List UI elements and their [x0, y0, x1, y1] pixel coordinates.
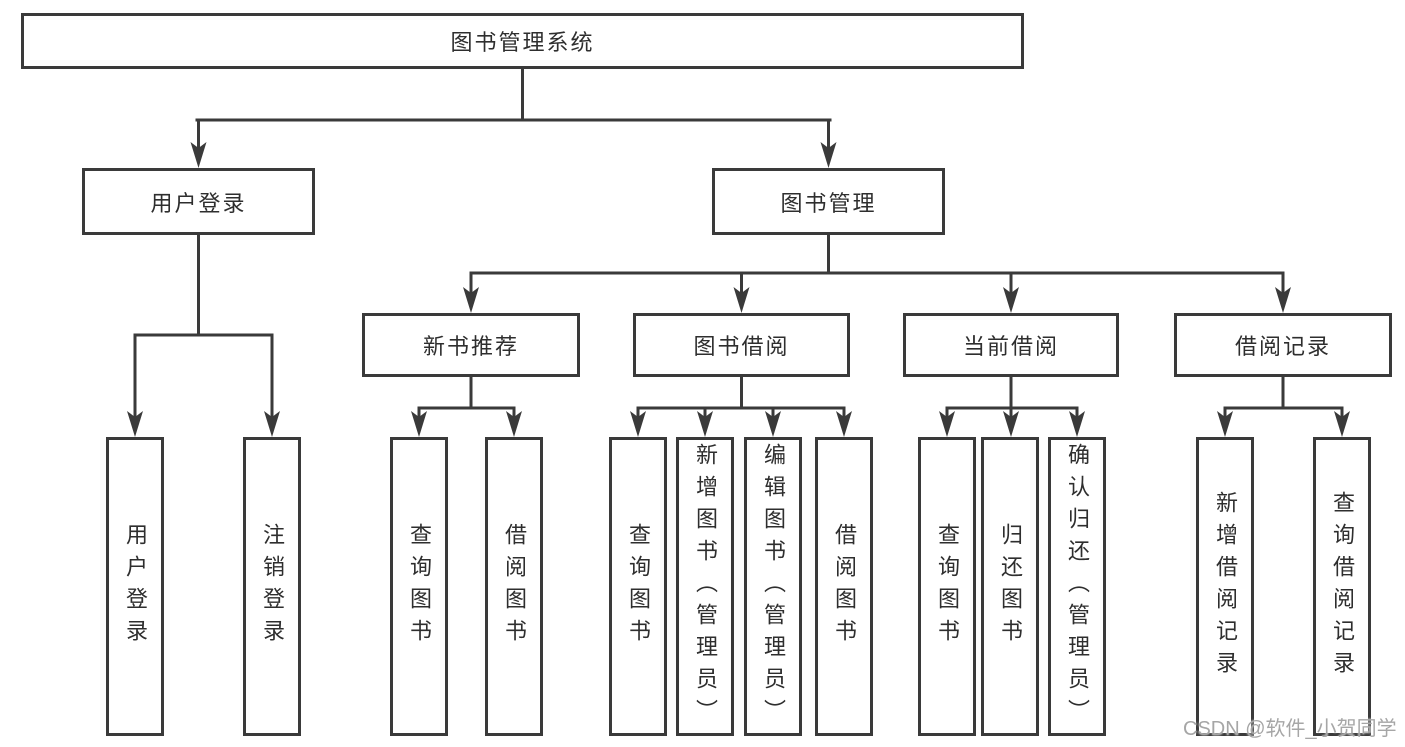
leaf-label: 借阅图书 [502, 522, 527, 651]
leaf-logout: 注销登录 [243, 437, 301, 736]
leaf-label: 查询图书 [407, 522, 432, 651]
edges-borrow-records-branch [1217, 375, 1350, 437]
node-label: 图书管理 [780, 190, 877, 216]
node-library-management-system: 图书管理系统 [21, 13, 1024, 69]
leaf-borrow-book-recommend: 借阅图书 [485, 437, 543, 736]
node-new-book-recommend: 新书推荐 [362, 313, 580, 377]
node-user-login: 用户登录 [82, 168, 315, 235]
leaf-confirm-return-admin: 确认归还（管理员） [1048, 437, 1106, 736]
node-label: 图书管理系统 [450, 30, 595, 55]
edges-new-book-recommend-branch [411, 375, 522, 437]
node-label: 图书借阅 [693, 334, 790, 359]
leaf-query-borrow-record: 查询借阅记录 [1313, 437, 1371, 736]
leaf-label: 查询借阅记录 [1330, 490, 1355, 683]
leaf-label: 借阅图书 [832, 522, 857, 651]
leaf-label: 编辑图书（管理员） [761, 442, 786, 731]
node-borrow-records: 借阅记录 [1174, 313, 1392, 377]
node-book-management: 图书管理 [712, 168, 945, 235]
node-label: 用户登录 [150, 190, 247, 216]
edges-root-to-level2 [190, 67, 837, 168]
leaf-label: 查询图书 [626, 522, 651, 651]
leaf-add-borrow-record: 新增借阅记录 [1196, 437, 1254, 736]
leaf-label: 确认归还（管理员） [1065, 442, 1090, 731]
leaf-query-book-recommend: 查询图书 [390, 437, 448, 736]
leaf-user-login: 用户登录 [106, 437, 164, 736]
node-label: 新书推荐 [422, 334, 519, 359]
leaf-label: 归还图书 [998, 522, 1023, 651]
node-current-borrowing: 当前借阅 [903, 313, 1119, 377]
edges-book-management-branch [463, 233, 1291, 313]
leaf-borrow-book-borrowing: 借阅图书 [815, 437, 873, 736]
edges-book-borrowing-branch [630, 375, 852, 437]
node-label: 当前借阅 [962, 334, 1059, 359]
leaf-query-book-borrowing: 查询图书 [609, 437, 667, 736]
node-book-borrowing: 图书借阅 [633, 313, 850, 377]
leaf-label: 新增借阅记录 [1213, 490, 1238, 683]
leaf-label: 查询图书 [935, 522, 960, 651]
leaf-label: 新增图书（管理员） [693, 442, 718, 731]
node-label: 借阅记录 [1234, 334, 1331, 359]
edges-current-borrowing-branch [939, 375, 1085, 437]
leaf-label: 注销登录 [260, 522, 285, 651]
leaf-add-book-admin: 新增图书（管理员） [676, 437, 734, 736]
leaf-label: 用户登录 [123, 522, 148, 651]
csdn-watermark: CSDN @软件_小贺同学 [1183, 718, 1397, 740]
edges-user-login-branch [127, 233, 280, 437]
leaf-return-book: 归还图书 [981, 437, 1039, 736]
leaf-edit-book-admin: 编辑图书（管理员） [744, 437, 802, 736]
leaf-query-book-current: 查询图书 [918, 437, 976, 736]
